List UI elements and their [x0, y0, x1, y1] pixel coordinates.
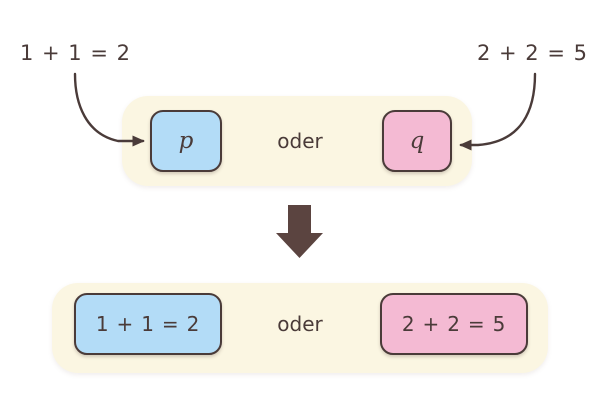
curved-arrow-right-icon — [459, 72, 537, 151]
proposition-box-p: p — [150, 110, 222, 172]
statement-box-right: 2 + 2 = 5 — [380, 293, 528, 355]
annotation-left-substitution: 1 + 1 = 2 — [20, 41, 131, 65]
proposition-q-label: q — [409, 127, 425, 154]
down-arrow-icon — [276, 205, 323, 258]
statement-left-label: 1 + 1 = 2 — [95, 312, 201, 336]
connective-label-top: oder — [277, 129, 323, 153]
proposition-p-label: p — [178, 127, 194, 154]
statement-right-label: 2 + 2 = 5 — [401, 312, 507, 336]
connective-label-bottom: oder — [277, 312, 323, 336]
proposition-box-q: q — [382, 110, 452, 172]
statement-box-left: 1 + 1 = 2 — [74, 293, 222, 355]
annotation-right-substitution: 2 + 2 = 5 — [477, 41, 588, 65]
